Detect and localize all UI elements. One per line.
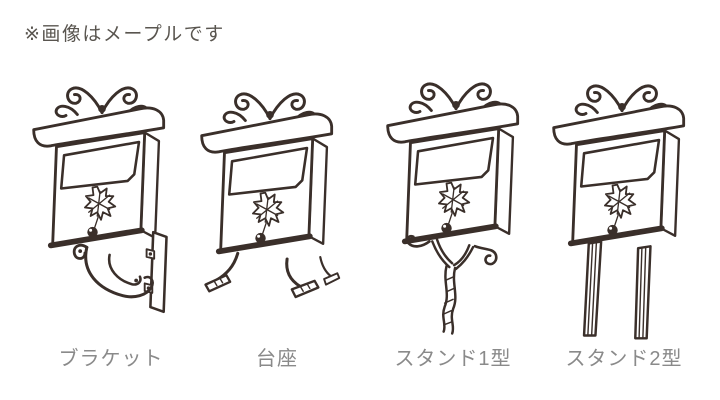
pedestal-mailbox-illustration bbox=[194, 56, 341, 299]
pedestal-feet bbox=[204, 251, 341, 299]
stand-type1-mailbox-illustration bbox=[380, 46, 532, 335]
variant-label-bracket: ブラケット bbox=[58, 348, 164, 370]
stand-type2-mailbox-illustration bbox=[546, 48, 698, 340]
variant-label-stand2: スタンド2型 bbox=[565, 348, 683, 370]
wall-bracket-mount bbox=[72, 230, 168, 314]
double-leg-stand bbox=[582, 240, 652, 340]
variant-label-stand1: スタンド1型 bbox=[394, 348, 512, 370]
variant-label-pedestal: 台座 bbox=[256, 348, 298, 370]
figure-note: ※画像はメープルです bbox=[24, 24, 225, 45]
twisted-pole-stand bbox=[406, 234, 498, 335]
wall-bracket-mailbox-illustration bbox=[26, 50, 168, 314]
